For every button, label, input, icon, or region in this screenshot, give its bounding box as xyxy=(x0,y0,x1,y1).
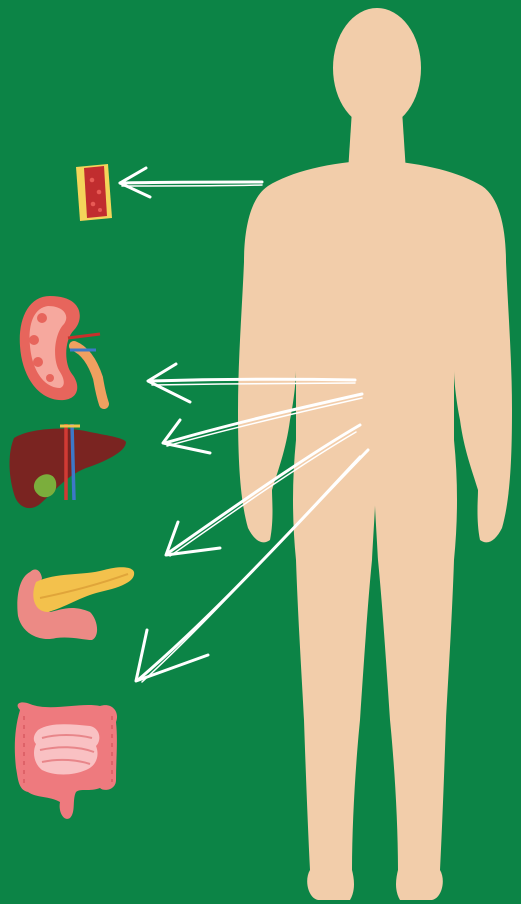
blood-vessel-icon xyxy=(76,164,112,221)
